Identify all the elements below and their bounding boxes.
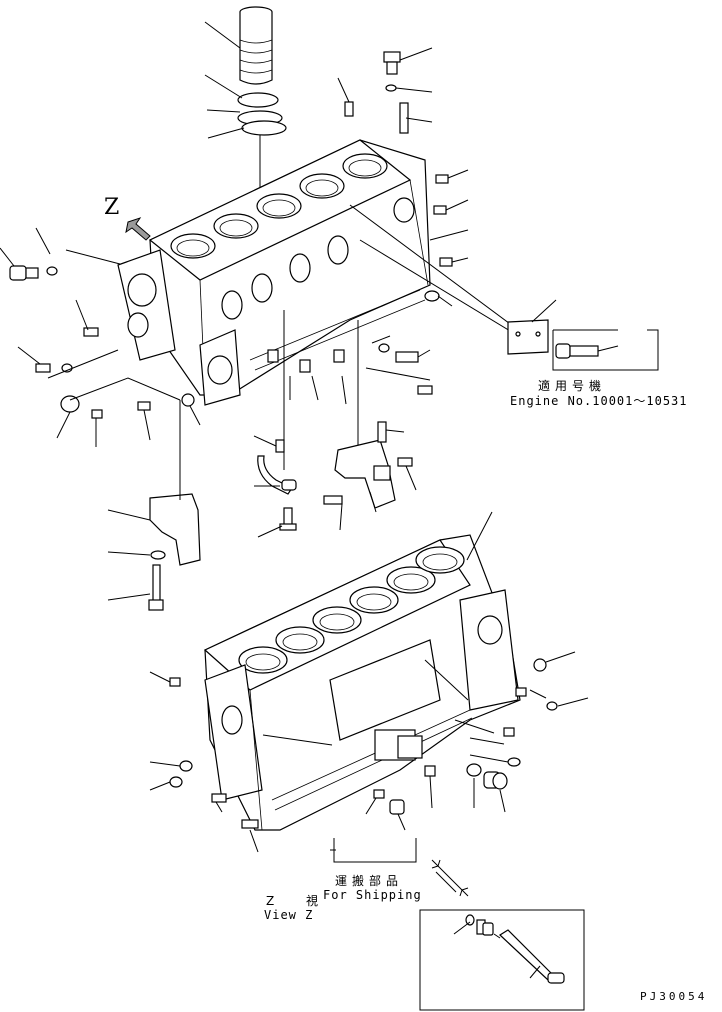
upper-right-side-parts bbox=[349, 169, 526, 395]
engine-number-label: Engine No.10001～10531 bbox=[510, 392, 688, 409]
engine-number-range: 10001～10531 bbox=[592, 394, 688, 408]
view-z-arrow-icon bbox=[125, 217, 151, 241]
engine-number-inset bbox=[507, 299, 659, 371]
oil-jet-assembly bbox=[253, 435, 297, 538]
left-bearing-cap bbox=[107, 400, 201, 611]
upper-right-small-parts bbox=[337, 47, 433, 134]
cylinder-liner bbox=[237, 6, 287, 190]
applicable-machine-label: 適用号機 bbox=[538, 379, 607, 393]
view-z-marker-label: Z bbox=[104, 195, 120, 220]
lower-cylinder-block bbox=[203, 534, 521, 831]
upper-cylinder-block bbox=[117, 139, 431, 406]
shipping-label-en: For Shipping bbox=[323, 888, 422, 902]
view-z-label-ja: Z 視 bbox=[266, 894, 333, 908]
view-z-inset bbox=[419, 909, 585, 1011]
right-bearing-cap bbox=[323, 421, 417, 531]
figure-code: PJ30054 bbox=[640, 990, 708, 1003]
shipping-label-ja: 運搬部品 bbox=[335, 874, 404, 888]
lower-small-parts bbox=[149, 511, 589, 853]
shipping-bracket bbox=[330, 838, 417, 863]
view-z-label-en: View Z bbox=[264, 908, 314, 922]
engine-number-prefix: Engine No. bbox=[510, 394, 593, 408]
double-arrow-icon bbox=[431, 859, 469, 897]
upper-left-small-parts bbox=[0, 227, 201, 447]
liner-leader-lines bbox=[204, 21, 245, 139]
